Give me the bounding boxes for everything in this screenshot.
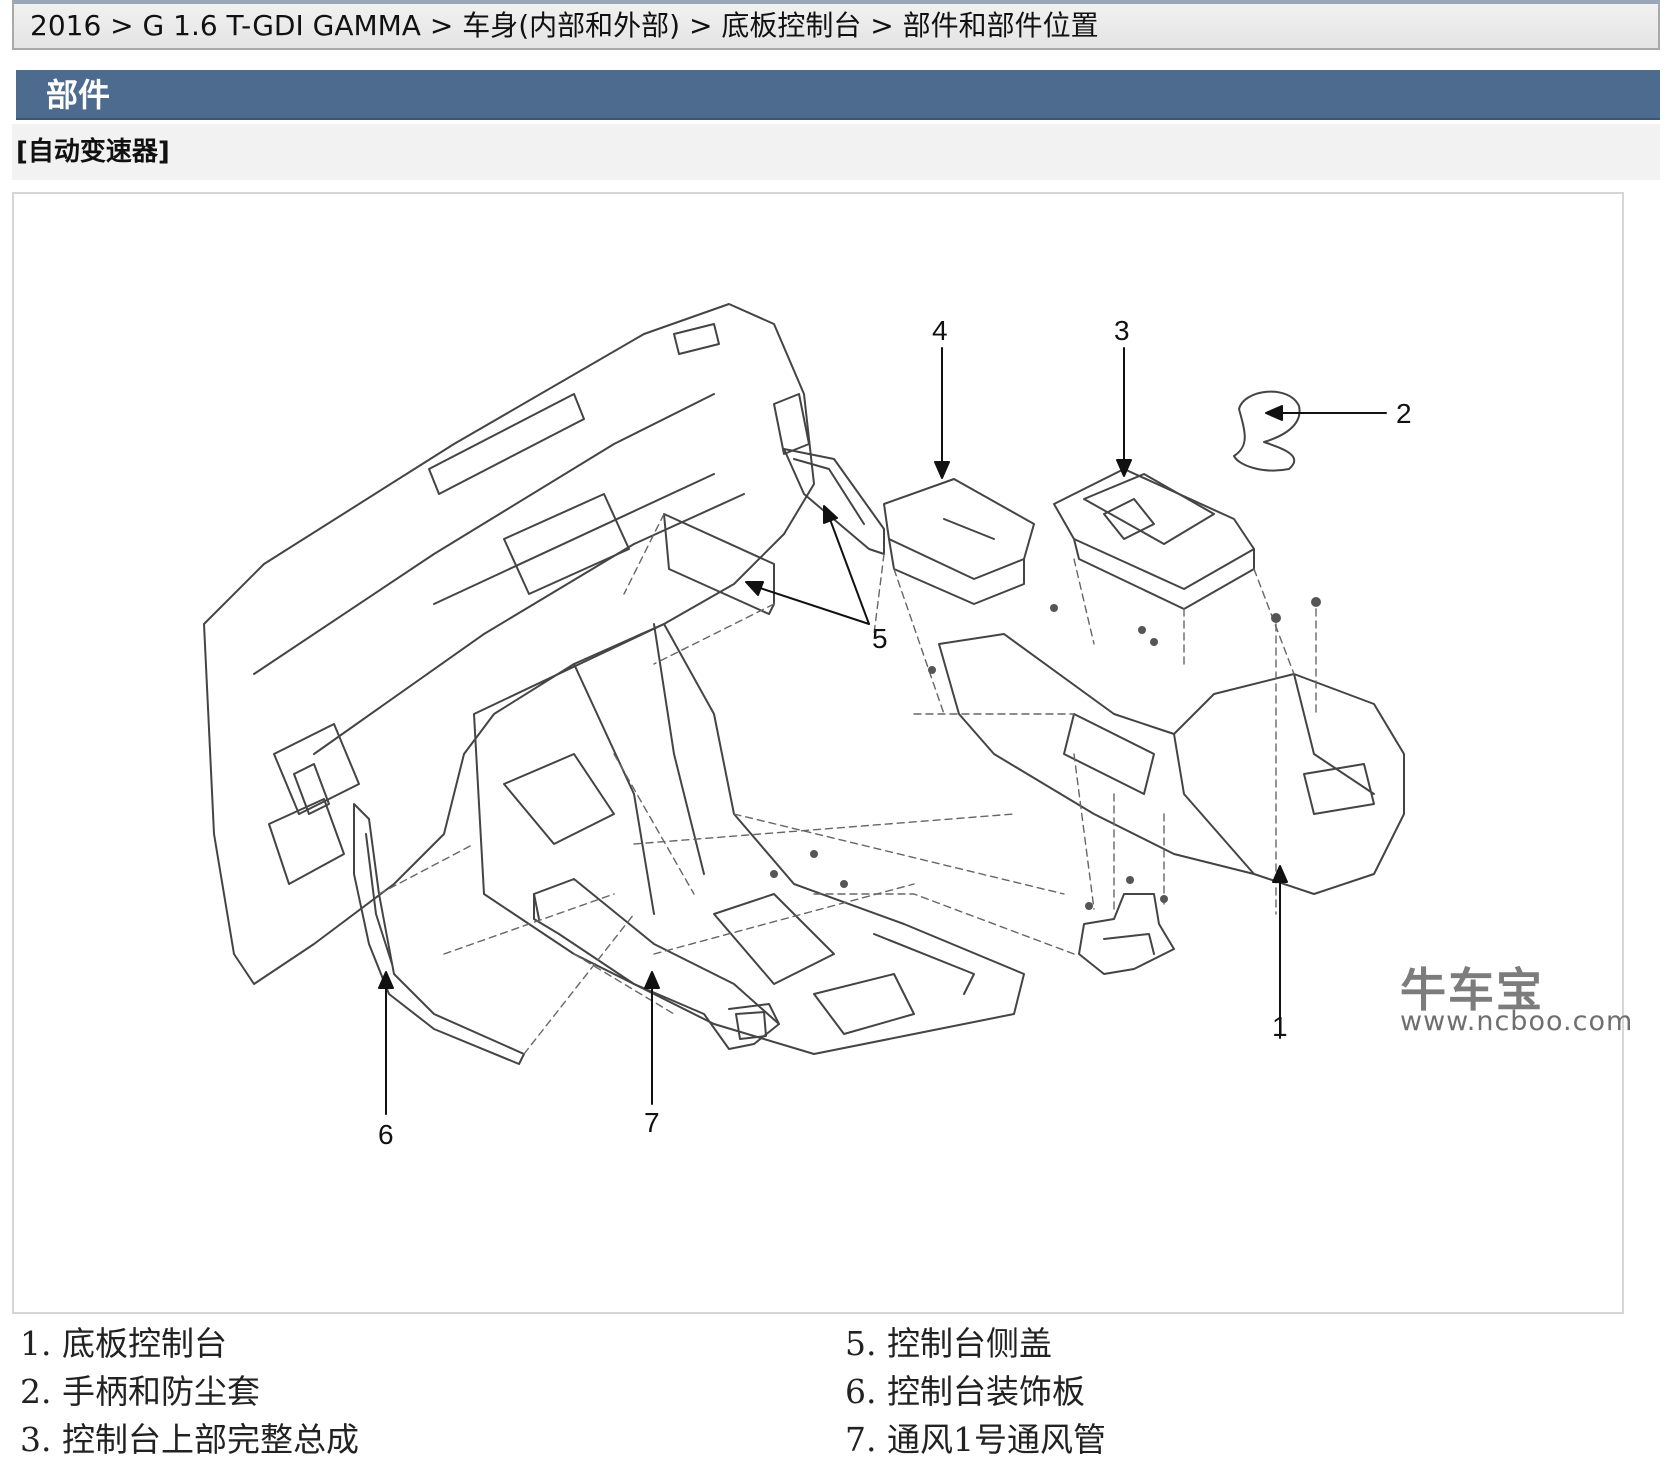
assembly-guide-lines — [378, 513, 1317, 1055]
section-header: 部件 — [16, 70, 1660, 120]
legend-item: 3. 控制台上部完整总成 — [20, 1420, 359, 1459]
legend-item: 1. 底板控制台 — [20, 1324, 227, 1363]
console-upper-assembly-part-3 — [1053, 468, 1255, 610]
floor-console-part-1 — [938, 633, 1405, 895]
console-cover-part-4 — [883, 478, 1035, 605]
subsection-header: [自动变速器] — [12, 124, 1660, 180]
parts-legend-right: 5. 控制台侧盖 6. 控制台装饰板 7. 通风1号通风管 — [845, 1320, 1106, 1464]
callout-leaders — [378, 347, 1387, 1115]
breadcrumb-separator: > — [680, 9, 722, 42]
breadcrumb-current-page: 部件和部件位置 — [902, 9, 1099, 42]
arrowhead-4 — [934, 461, 950, 479]
callout-1: 1 — [1272, 1011, 1288, 1042]
breadcrumb-separator: > — [101, 9, 143, 42]
watermark-url: www.ncboo.com — [1400, 1006, 1634, 1037]
arrowhead-1 — [1272, 865, 1288, 883]
arrowhead-5b — [823, 505, 838, 524]
breadcrumb-separator: > — [861, 9, 903, 42]
exploded-view-drawing: 1 2 3 4 5 6 7 — [203, 303, 1412, 1150]
callout-5: 5 — [872, 623, 888, 654]
dashboard-outline — [203, 303, 815, 985]
breadcrumb-year[interactable]: 2016 — [30, 9, 102, 42]
legend-item: 2. 手柄和防尘套 — [20, 1372, 260, 1411]
shift-lever-and-boot-part-2 — [1233, 390, 1301, 472]
callout-6: 6 — [378, 1119, 394, 1150]
arrowhead-5a — [745, 581, 764, 596]
legend-item: 5. 控制台侧盖 — [845, 1324, 1052, 1363]
callout-3: 3 — [1114, 315, 1130, 346]
subsection-title: [自动变速器] — [16, 137, 170, 167]
fasteners — [770, 597, 1321, 910]
breadcrumb-system[interactable]: 底板控制台 — [721, 9, 862, 42]
console-side-covers-part-5 — [663, 448, 885, 615]
parts-legend-left: 1. 底板控制台 2. 手柄和防尘套 3. 控制台上部完整总成 — [20, 1320, 359, 1464]
section-title: 部件 — [46, 76, 111, 114]
arrowhead-2 — [1265, 405, 1283, 421]
callout-labels: 1 2 3 4 5 6 7 — [378, 315, 1412, 1150]
legend-item: 6. 控制台装饰板 — [845, 1372, 1085, 1411]
arrowhead-7 — [644, 971, 660, 989]
callout-4: 4 — [932, 315, 948, 346]
center-tunnel-frame — [473, 623, 1025, 1055]
legend-item: 7. 通风1号通风管 — [845, 1420, 1106, 1459]
console-trim-panel-part-6 — [353, 803, 525, 1065]
callout-7: 7 — [644, 1107, 660, 1138]
callout-2: 2 — [1396, 398, 1412, 429]
arrowhead-3 — [1116, 459, 1132, 477]
ventilation-duct-part-7 — [533, 878, 780, 1050]
breadcrumb: 2016 > G 1.6 T-GDI GAMMA > 车身(内部和外部) > 底… — [12, 0, 1660, 50]
parts-diagram: 1 2 3 4 5 6 7 牛车宝 www.ncboo.com — [12, 192, 1632, 1314]
breadcrumb-group[interactable]: 车身(内部和外部) — [462, 9, 681, 42]
watermark-brand: 牛车宝 — [1400, 963, 1544, 1017]
breadcrumb-separator: > — [420, 9, 463, 42]
breadcrumb-engine[interactable]: G 1.6 T-GDI GAMMA — [142, 9, 421, 42]
arrowhead-6 — [378, 971, 394, 989]
console-bracket — [1078, 893, 1175, 975]
